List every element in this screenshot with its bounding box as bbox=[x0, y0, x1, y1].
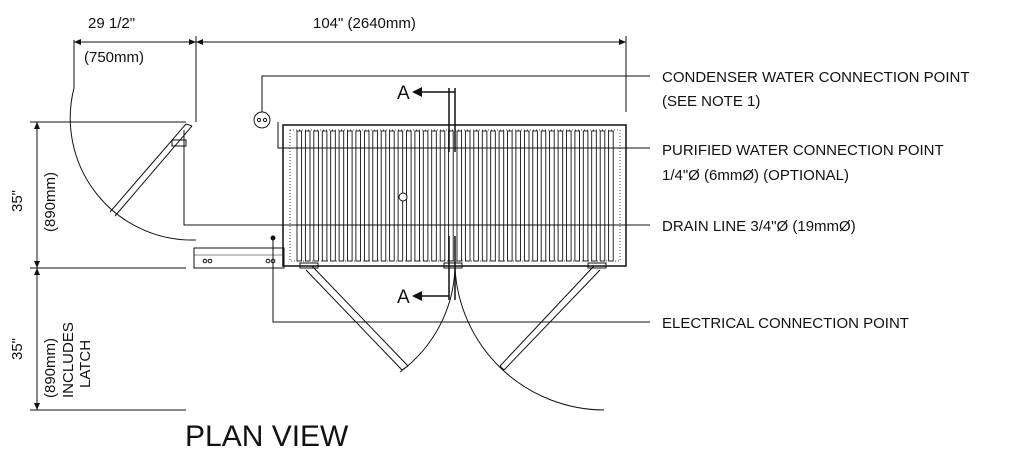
view-title: PLAN VIEW bbox=[185, 420, 349, 450]
condenser-callout-line-1: CONDENSER WATER CONNECTION POINT bbox=[662, 69, 970, 86]
rack-bar bbox=[557, 130, 564, 262]
rack-bar bbox=[507, 130, 513, 262]
electrical-box bbox=[193, 235, 285, 269]
leader-lines bbox=[183, 75, 650, 323]
section-arrow-bottom bbox=[412, 291, 422, 301]
rack-bar bbox=[599, 130, 606, 262]
rack-bar bbox=[608, 130, 614, 262]
door-width-label: 29 1/2" bbox=[88, 15, 135, 32]
rack-bar bbox=[591, 130, 597, 262]
rack-bar bbox=[414, 130, 420, 262]
rack-bar bbox=[448, 130, 454, 262]
condenser-callout-line-2: (SEE NOTE 1) bbox=[662, 93, 760, 110]
rack-bar bbox=[304, 130, 311, 262]
electrical-callout: ELECTRICAL CONNECTION POINT bbox=[662, 315, 909, 332]
rack-bar bbox=[363, 130, 370, 262]
left-door-swing bbox=[69, 87, 197, 241]
rack-bar bbox=[456, 130, 463, 262]
bottom-left-door bbox=[305, 265, 456, 373]
rack-bar bbox=[540, 130, 547, 262]
depth-dimension bbox=[30, 121, 186, 411]
rack-bar bbox=[473, 130, 479, 262]
rack-bar bbox=[515, 130, 521, 262]
condenser-connection-icon bbox=[253, 111, 271, 129]
door-hinges bbox=[299, 262, 607, 269]
overall-length-label: 104" (2640mm) bbox=[313, 15, 416, 32]
rack-bar bbox=[431, 130, 437, 262]
rack-bar bbox=[523, 130, 530, 262]
rack-bar bbox=[490, 130, 496, 262]
door-swing-note-2: LATCH bbox=[77, 340, 94, 388]
depth-label: 35" bbox=[9, 190, 26, 212]
overall-length-dimension bbox=[196, 36, 627, 112]
rack-bar bbox=[347, 130, 353, 262]
drain-callout: DRAIN LINE 3/4"Ø (19mmØ) bbox=[662, 218, 856, 235]
section-mark-top: A bbox=[397, 83, 410, 104]
rack-bar bbox=[296, 130, 303, 262]
section-mark-bottom: A bbox=[397, 287, 410, 308]
rack-bar bbox=[498, 130, 505, 262]
door-swing-metric-label: (890mm) bbox=[42, 338, 59, 398]
rack-bar bbox=[389, 130, 395, 262]
bottom-right-door bbox=[454, 265, 605, 411]
rack-bar bbox=[574, 130, 580, 262]
rack-bar bbox=[566, 130, 572, 262]
rack-bar bbox=[338, 130, 345, 262]
door-width-dimension bbox=[73, 36, 197, 122]
rack-bar bbox=[380, 130, 387, 262]
rack-bar bbox=[439, 130, 446, 262]
rack-bar bbox=[582, 130, 589, 262]
rack-bar bbox=[532, 130, 538, 262]
rack-bar bbox=[355, 130, 361, 262]
rack-bar bbox=[372, 130, 378, 262]
purified-callout-line-1: PURIFIED WATER CONNECTION POINT bbox=[662, 142, 944, 159]
rack-bar bbox=[321, 130, 328, 262]
rack-bar bbox=[330, 130, 336, 262]
rack-bar bbox=[313, 130, 319, 262]
purified-callout-line-2: 1/4"Ø (6mmØ) (OPTIONAL) bbox=[662, 167, 849, 184]
door-swing-note-1: INCLUDES bbox=[60, 322, 77, 398]
rack-bar bbox=[481, 130, 488, 262]
drain-point-icon bbox=[398, 192, 408, 202]
rack-bar bbox=[422, 130, 429, 262]
rack-bar bbox=[464, 130, 471, 262]
rack-bar bbox=[549, 130, 555, 262]
door-swing-label: 35" bbox=[9, 338, 26, 360]
section-arrow-top bbox=[412, 87, 422, 97]
door-width-metric-label: (750mm) bbox=[84, 49, 144, 66]
depth-metric-label: (890mm) bbox=[42, 172, 59, 232]
